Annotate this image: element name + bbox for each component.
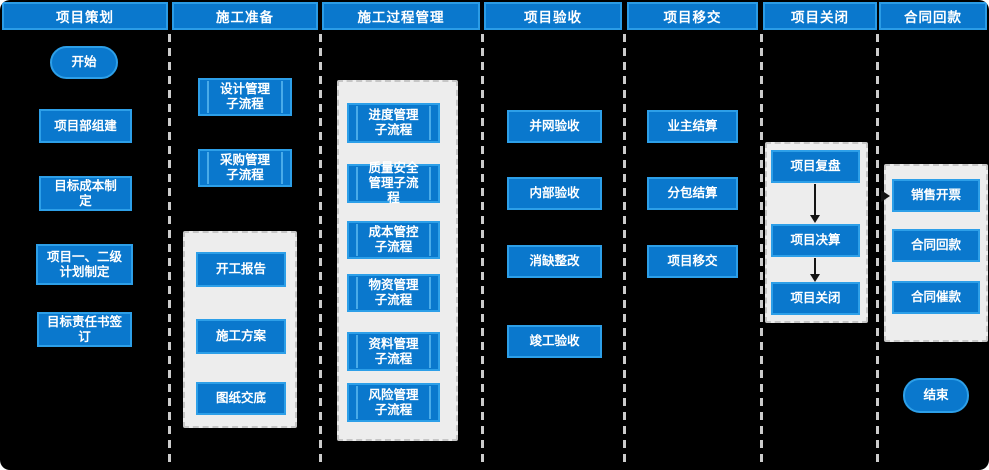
arrow-head-down-icon	[810, 215, 820, 223]
step-completion-acceptance: 竣工验收	[507, 325, 602, 358]
quality-safety-management-subprocess: 质量安全管理子流程	[347, 161, 440, 205]
lane-header-project-handover: 项目移交	[627, 2, 758, 30]
arrow-head-right-icon	[881, 190, 890, 202]
lane-header-project-planning: 项目策划	[2, 2, 168, 30]
step-commencement-report: 开工报告	[196, 252, 286, 287]
lane-header-project-acceptance: 项目验收	[484, 2, 622, 30]
step-level1-2-plan-setting: 项目一、二级计划制定	[36, 244, 133, 285]
material-management-subprocess: 物资管理子流程	[347, 274, 440, 312]
step-contract-payment: 合同回款	[892, 229, 980, 262]
lane-divider-1	[168, 34, 171, 466]
step-drawing-briefing: 图纸交底	[196, 382, 286, 415]
risk-management-subprocess: 风险管理子流程	[347, 383, 440, 422]
cost-control-subprocess: 成本管控子流程	[347, 221, 440, 259]
lane-header-project-closure: 项目关闭	[763, 2, 877, 30]
step-project-review: 项目复盘	[771, 150, 860, 183]
step-project-final-account: 项目决算	[771, 224, 860, 257]
step-owner-settlement: 业主结算	[647, 110, 738, 143]
schedule-management-subprocess: 进度管理子流程	[347, 103, 440, 143]
step-sales-invoicing: 销售开票	[892, 179, 980, 212]
arrow-final-account-to-closure	[814, 258, 816, 274]
step-target-cost-setting: 目标成本制定	[39, 176, 132, 211]
lane-header-construction-process: 施工过程管理	[322, 2, 480, 30]
step-internal-acceptance: 内部验收	[507, 177, 602, 210]
start-terminator: 开始	[50, 46, 118, 79]
step-project-handover: 项目移交	[647, 245, 738, 278]
end-terminator: 结束	[903, 378, 969, 413]
lane-header-construction-prep: 施工准备	[172, 2, 318, 30]
lane-divider-3	[481, 34, 484, 466]
step-grid-connection-acceptance: 并网验收	[507, 110, 602, 143]
step-contract-dunning: 合同催款	[892, 281, 980, 314]
step-construction-plan: 施工方案	[196, 319, 286, 354]
step-project-dept-formation: 项目部组建	[39, 109, 132, 143]
step-subcontract-settlement: 分包结算	[647, 177, 738, 210]
lane-header-contract-payment: 合同回款	[879, 2, 987, 30]
arrow-review-to-final-account	[814, 184, 816, 215]
step-defect-rectification: 消缺整改	[507, 245, 602, 278]
design-management-subprocess: 设计管理子流程	[198, 78, 292, 116]
step-target-responsibility-signing: 目标责任书签订	[37, 312, 132, 347]
lane-divider-5	[760, 34, 763, 466]
arrow-head-down-icon	[810, 274, 820, 282]
procurement-management-subprocess: 采购管理子流程	[198, 149, 292, 187]
step-project-closure: 项目关闭	[771, 282, 860, 315]
lane-divider-2	[319, 34, 322, 466]
lane-divider-6	[876, 34, 879, 466]
document-management-subprocess: 资料管理子流程	[347, 332, 440, 371]
lane-divider-4	[623, 34, 626, 466]
